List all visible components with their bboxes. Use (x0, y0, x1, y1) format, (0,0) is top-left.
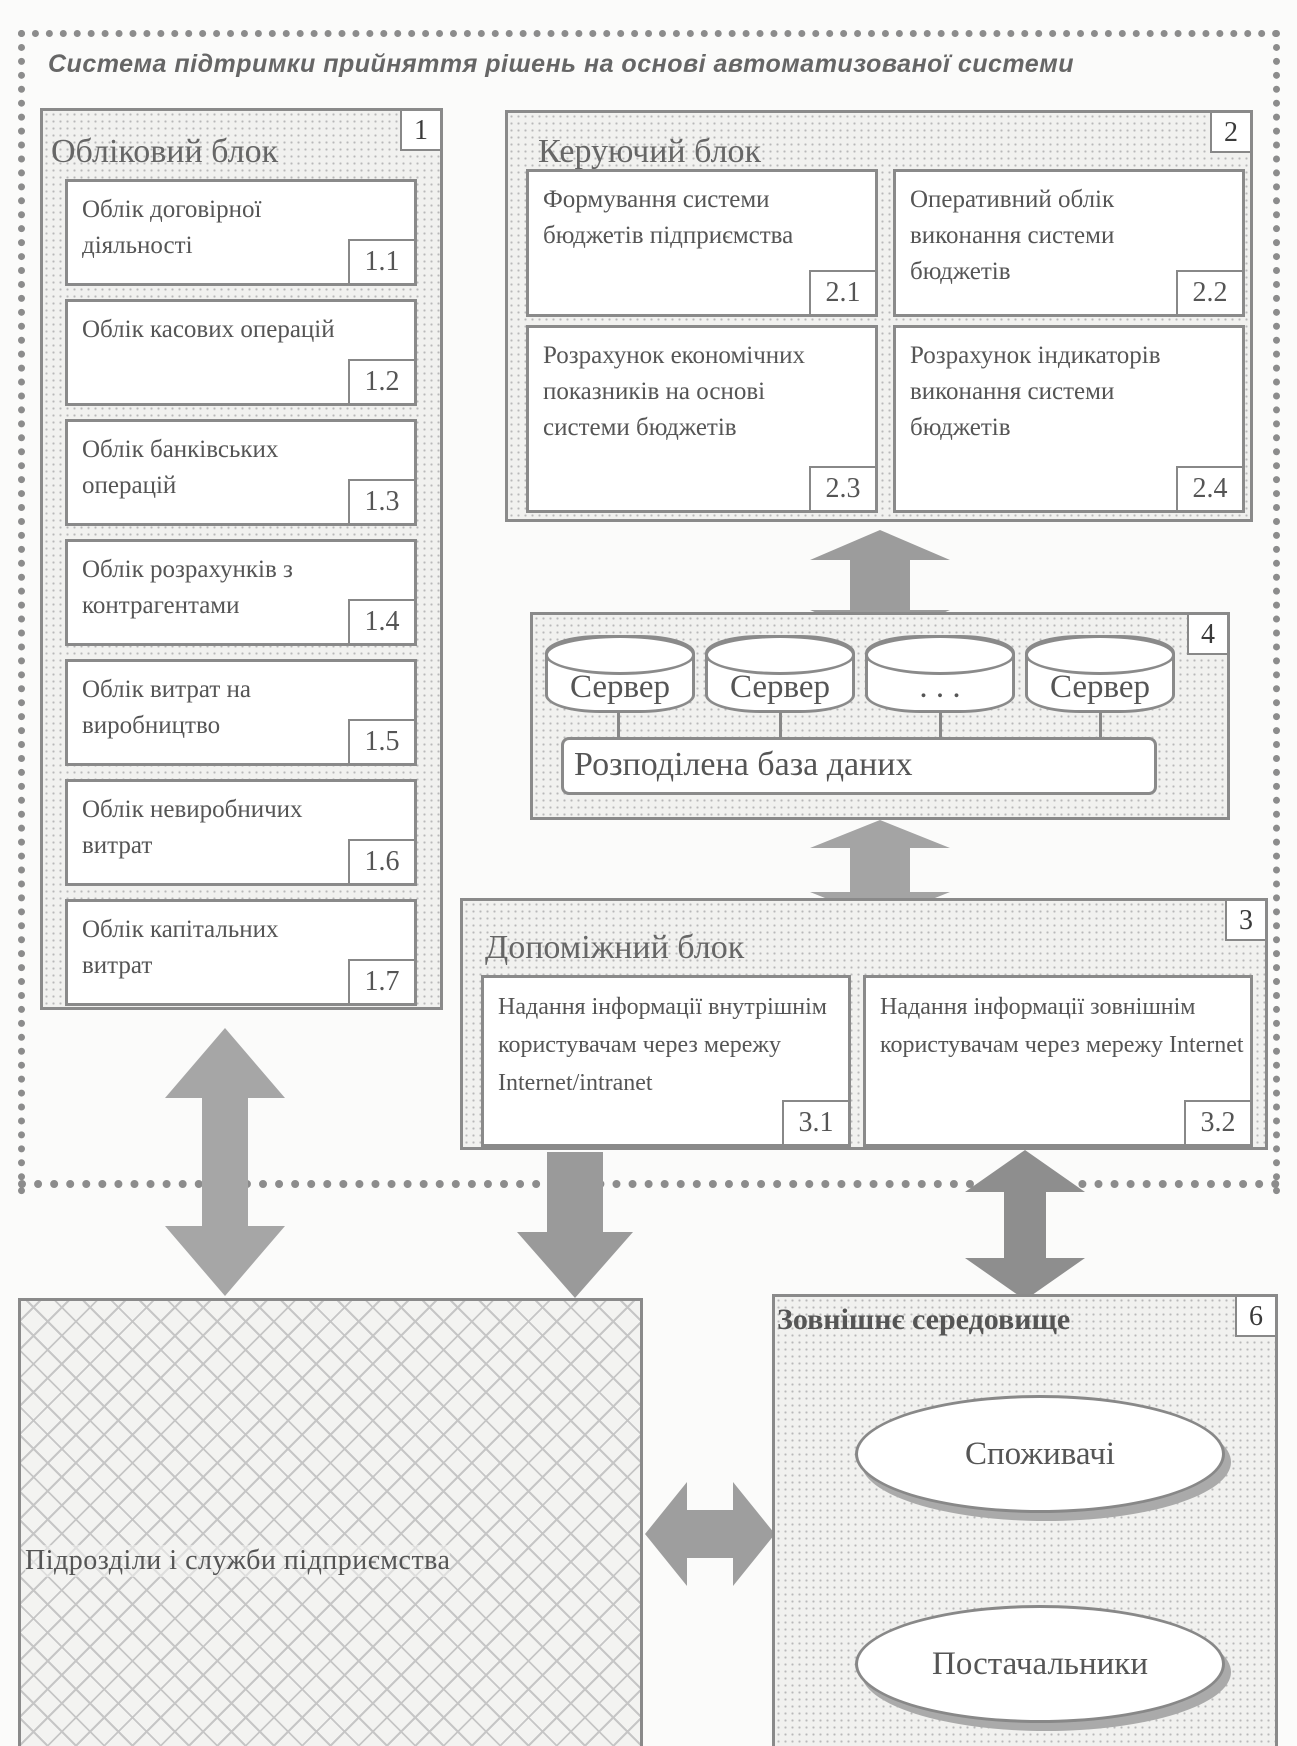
server: . . . (865, 635, 1015, 713)
item-number: 1.6 (348, 839, 414, 883)
item-label: Надання інформації внутрішнім користувач… (498, 994, 827, 1096)
accounting-block-title: Обліковий блок (51, 133, 279, 170)
item-label: Облік банківських операцій (82, 436, 279, 499)
external-environment-block: Зовнішнє середовище 6 Споживачі Постачал… (772, 1294, 1278, 1746)
management-item: Формування системи бюджетів підприємства… (526, 169, 878, 317)
server: Сервер (545, 635, 695, 713)
server-label: . . . (919, 669, 961, 705)
server-connector (617, 713, 620, 739)
system-title: Система підтримки прийняття рішень на ос… (48, 50, 1074, 78)
server-connector (779, 713, 782, 739)
item-number: 2.4 (1176, 466, 1242, 510)
item-number: 1.2 (348, 359, 414, 403)
database-block: 4 Сервер Сервер . . . Сервер Розподілена… (530, 612, 1230, 820)
distributed-database: Розподілена база даних (561, 737, 1157, 795)
auxiliary-block-number: 3 (1225, 901, 1265, 941)
external-environment-title: Зовнішнє середовище (777, 1303, 1071, 1336)
item-label: Оперативний облік виконання системи бюдж… (910, 186, 1115, 285)
management-item: Розрахунок економічних показників на осн… (526, 325, 878, 513)
management-block: Керуючий блок 2 Формування системи бюдже… (505, 110, 1253, 522)
item-label: Розрахунок індикаторів виконання системи… (910, 342, 1161, 441)
item-label: Надання інформації зовнішнім користувача… (880, 994, 1244, 1058)
auxiliary-item: Надання інформації зовнішнім користувача… (863, 975, 1253, 1147)
item-number: 1.4 (348, 599, 414, 643)
auxiliary-item: Надання інформації внутрішнім користувач… (481, 975, 851, 1147)
item-label: Облік витрат на виробництво (82, 676, 251, 739)
auxiliary-block-title: Допоміжний блок (485, 929, 745, 966)
system-boundary-bottom (18, 1180, 1280, 1188)
item-label: Облік договірної діяльності (82, 196, 262, 259)
management-block-title: Керуючий блок (538, 133, 762, 170)
item-label: Облік касових операцій (82, 316, 335, 343)
database-label: Розподілена база даних (574, 746, 913, 783)
item-number: 1.1 (348, 239, 414, 283)
server-connector (1099, 713, 1102, 739)
item-number: 1.3 (348, 479, 414, 523)
accounting-block: Обліковий блок 1 Облік договірної діяльн… (40, 108, 443, 1010)
item-number: 1.7 (348, 959, 414, 1003)
auxiliary-block: Допоміжний блок 3 Надання інформації вну… (460, 898, 1268, 1150)
server-connector (939, 713, 942, 739)
system-boundary (18, 30, 1280, 1195)
arrow-accounting-departments (165, 1028, 285, 1296)
item-number: 3.2 (1184, 1100, 1250, 1144)
accounting-item: Облік розрахунків з контрагентами 1.4 (65, 539, 417, 646)
management-block-number: 2 (1210, 113, 1250, 153)
item-number: 2.2 (1176, 270, 1242, 314)
suppliers-ellipse: Постачальники (855, 1605, 1225, 1723)
item-label: Облік невиробничих витрат (82, 796, 303, 859)
accounting-item: Облік невиробничих витрат 1.6 (65, 779, 417, 886)
server: Сервер (1025, 635, 1175, 713)
accounting-item: Облік капітальних витрат 1.7 (65, 899, 417, 1006)
item-label: Облік капітальних витрат (82, 916, 279, 979)
management-item: Розрахунок індикаторів виконання системи… (893, 325, 1245, 513)
server-label: Сервер (729, 669, 831, 705)
arrow-auxiliary-departments (517, 1152, 633, 1298)
server-label: Сервер (1049, 669, 1151, 705)
item-number: 3.1 (782, 1100, 848, 1144)
item-label: Формування системи бюджетів підприємства (543, 186, 794, 249)
server-top (1025, 635, 1175, 675)
server-top (705, 635, 855, 675)
departments-label: Підрозділи і служби підприємства (25, 1545, 451, 1577)
consumers-ellipse: Споживачі (855, 1395, 1225, 1513)
server-top (865, 635, 1015, 675)
accounting-item: Облік банківських операцій 1.3 (65, 419, 417, 526)
item-label: Розрахунок економічних показників на осн… (543, 342, 806, 441)
arrow-database-auxiliary (810, 820, 950, 920)
server: Сервер (705, 635, 855, 713)
accounting-block-number: 1 (400, 111, 440, 151)
accounting-item: Облік договірної діяльності 1.1 (65, 179, 417, 286)
server-top (545, 635, 695, 675)
management-item: Оперативний облік виконання системи бюдж… (893, 169, 1245, 317)
item-number: 2.1 (809, 270, 875, 314)
item-label: Облік розрахунків з контрагентами (82, 556, 293, 619)
consumers-label: Споживачі (964, 1436, 1116, 1472)
arrow-departments-environment (645, 1482, 775, 1586)
departments-block: Підрозділи і служби підприємства (18, 1298, 643, 1746)
arrow-auxiliary-environment (965, 1150, 1085, 1300)
accounting-item: Облік витрат на виробництво 1.5 (65, 659, 417, 766)
item-number: 1.5 (348, 719, 414, 763)
suppliers-label: Постачальники (931, 1646, 1148, 1682)
database-block-number: 4 (1187, 615, 1227, 655)
external-environment-number: 6 (1235, 1297, 1275, 1337)
item-number: 2.3 (809, 466, 875, 510)
server-label: Сервер (569, 669, 671, 705)
accounting-item: Облік касових операцій 1.2 (65, 299, 417, 406)
